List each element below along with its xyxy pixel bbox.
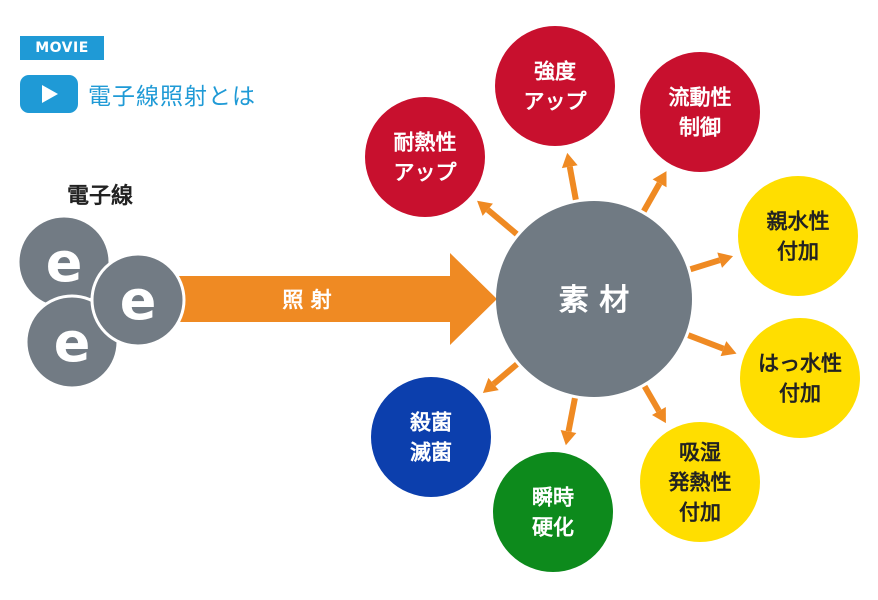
- effect-node-label: 付加: [777, 240, 819, 264]
- effect-arrow-head: [651, 407, 666, 424]
- effect-arrow-head: [561, 152, 578, 169]
- effect-node-circle: [740, 318, 860, 438]
- effect-arrow-shaft: [566, 166, 579, 201]
- effect-arrow-shaft: [491, 361, 519, 387]
- electron-letter: e: [46, 231, 83, 294]
- effect-node-label: 強度: [534, 60, 576, 84]
- effect-arrow-head: [652, 171, 667, 188]
- effect-arrow-head: [720, 341, 737, 357]
- material-node: 素 材: [496, 201, 692, 397]
- effect-node-label: 吸湿: [679, 441, 721, 465]
- effect-node-circle: [495, 26, 615, 146]
- effect-arrow-shaft: [565, 397, 578, 433]
- effect-arrows: [477, 152, 737, 446]
- effect-node-label: 親水性: [767, 210, 830, 234]
- effect-arrow-shaft: [485, 207, 519, 237]
- effect-node-label: はっ水性: [758, 352, 842, 376]
- movie-link-label: 電子線照射とは: [88, 84, 256, 110]
- effect-arrow-head: [560, 429, 577, 446]
- electron-beam-arrow: 照 射: [150, 253, 497, 345]
- movie-link[interactable]: 電子線照射とは: [20, 74, 256, 114]
- effect-arrow-head: [482, 377, 499, 394]
- effect-node-label: 制御: [679, 116, 721, 140]
- effect-node-label: アップ: [394, 161, 458, 185]
- effect-nodes: 耐熱性アップ強度アップ流動性制御親水性付加はっ水性付加吸湿発熱性付加瞬時硬化殺菌…: [365, 26, 860, 572]
- effect-node-label: 硬化: [532, 516, 574, 540]
- effect-arrow-head: [717, 252, 734, 268]
- effect-arrow-shaft: [687, 332, 725, 352]
- effect-node-circle: [640, 52, 760, 172]
- effect-node-label: 流動性: [669, 86, 732, 110]
- effect-node-label: 発熱性: [668, 471, 732, 495]
- effect-node-circle: [640, 422, 760, 542]
- effect-node-circle: [371, 377, 491, 497]
- effect-arrow-head: [477, 200, 493, 216]
- electron-group: e e e: [16, 214, 186, 390]
- electron-letter: e: [54, 311, 91, 374]
- effect-node-circle: [738, 176, 858, 296]
- movie-badge: MOVIE: [20, 36, 104, 60]
- effect-node-label: 付加: [779, 382, 821, 406]
- effect-node-label: 付加: [679, 501, 721, 525]
- effect-node-circle: [365, 97, 485, 217]
- effect-arrow-shaft: [641, 181, 663, 213]
- effect-node-label: アップ: [524, 90, 588, 114]
- effect-node-circle: [493, 452, 613, 572]
- electron-letter: e: [120, 269, 157, 332]
- effect-node-label: 殺菌: [409, 411, 452, 435]
- electron-particle: e: [90, 252, 186, 348]
- effect-arrow-shaft: [642, 384, 662, 413]
- effect-node-label: 瞬時: [532, 486, 574, 510]
- play-icon: [20, 75, 78, 113]
- irradiation-label: 照 射: [282, 288, 331, 312]
- electron-beam-title: 電子線: [67, 183, 133, 209]
- effect-node-label: 滅菌: [410, 441, 452, 465]
- effect-arrow-shaft: [689, 257, 721, 273]
- effect-node-label: 耐熱性: [394, 131, 457, 155]
- material-label: 素 材: [559, 283, 629, 318]
- electron-particle: e: [16, 214, 112, 310]
